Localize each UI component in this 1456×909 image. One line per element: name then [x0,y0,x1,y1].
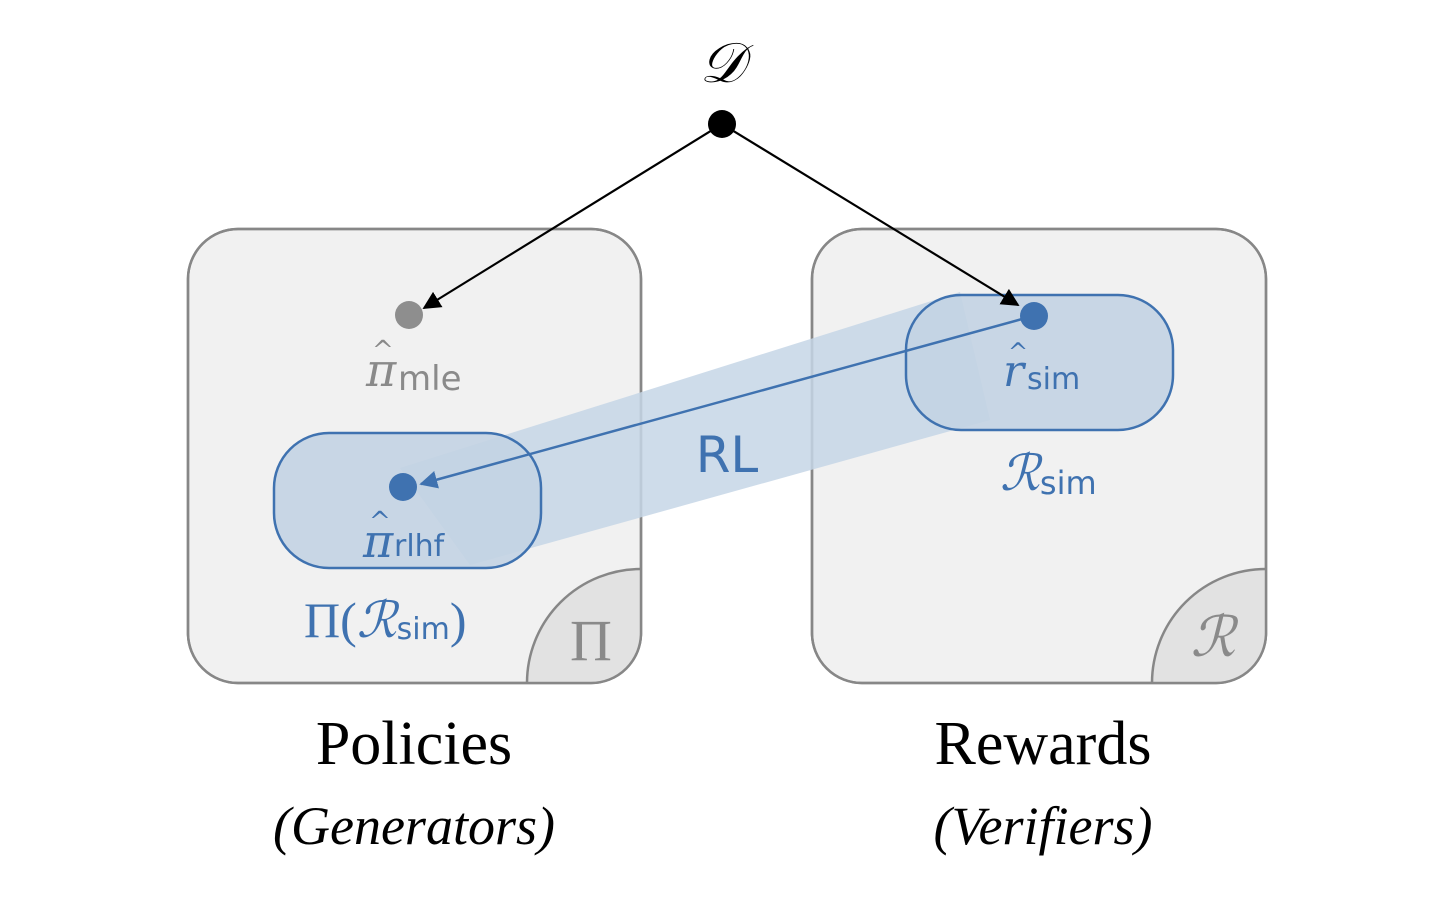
mle-policy-symbol: π [365,343,397,397]
rlhf-policy-label: ^ π rlhf [362,507,446,568]
svg-text:^: ^ [372,336,394,366]
rewards-subtitle: (Verifiers) [934,796,1153,856]
rewards-corner-badge [1150,567,1266,683]
arrow-to-reward [721,123,1020,306]
rlhf-policy-point [389,473,417,501]
rewards-subset-sub: sim [1040,464,1097,502]
svg-text:ℛsim: ℛsim [1000,444,1097,502]
reward-sim-label: ^ r sim [1003,338,1080,397]
rewards-sim-subset [904,293,1175,432]
source-label: 𝒟 [700,31,754,96]
rl-label: RL [696,426,759,484]
rewards-subset-script: ℛ [1000,444,1043,502]
subset-suffix: ) [450,592,467,648]
rlhf-policy-subscript: rlhf [394,529,446,564]
subset-prefix: Π( [304,592,357,648]
reward-sim-point [1020,302,1048,330]
svg-text:^: ^ [1008,338,1028,366]
policies-rlhf-subset [272,431,543,570]
policies-subset-label: Π(ℛsim) [304,592,467,648]
rewards-title: Rewards [935,710,1152,778]
subset-sub: sim [397,612,450,647]
mle-policy-label: ^ π mle [365,336,461,399]
policies-corner-badge [525,567,641,683]
policies-title: Policies [316,710,512,778]
svg-text:^: ^ [369,507,391,537]
rlhf-policy-symbol: π [362,514,394,568]
policies-subtitle: (Generators) [273,796,555,856]
arrow-to-mle [422,123,723,309]
mle-policy-subscript: mle [398,359,461,399]
subset-script: ℛ [357,592,400,648]
reward-sim-symbol: r [1003,346,1027,397]
rewards-corner-symbol: ℛ [1191,605,1239,670]
rl-arrow [419,314,1034,489]
reward-sim-subscript: sim [1027,362,1080,397]
rewards-subset-label: ℛsim [1000,444,1097,502]
svg-text:Π(ℛsim): Π(ℛsim) [304,592,467,648]
rl-mapping-band [400,292,990,565]
policies-corner-symbol: Π [570,608,612,673]
mle-policy-point [395,301,423,329]
